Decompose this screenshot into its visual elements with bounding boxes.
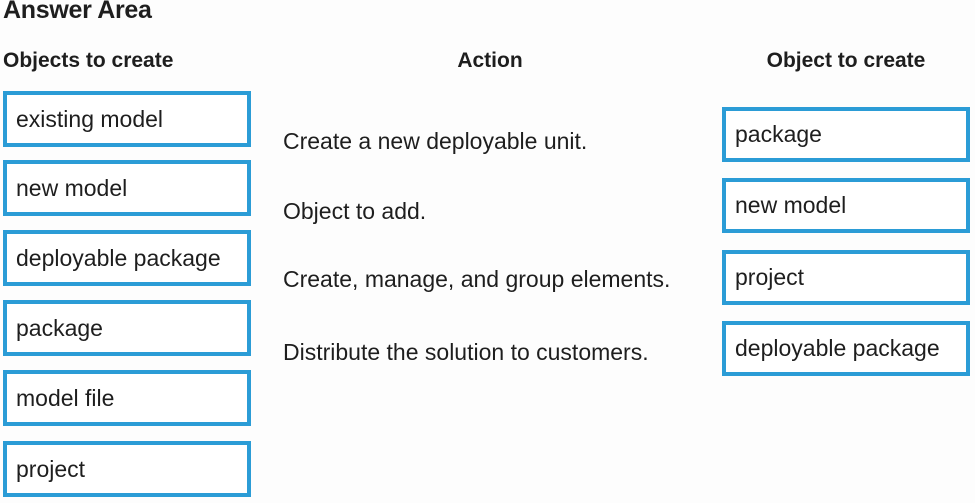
drag-option-project[interactable]: project [3,441,251,497]
answer-box-3[interactable]: project [722,250,970,305]
drag-option-label: project [16,455,86,482]
drag-option-label: package [16,314,103,341]
answer-box-label: deployable package [735,335,940,361]
action-label-distribute-solution: Distribute the solution to customers. [283,339,649,365]
drag-option-package[interactable]: package [3,300,251,356]
answer-box-4[interactable]: deployable package [722,321,970,376]
column-header-object-to-create: Object to create [766,49,926,72]
page-title: Answer Area [3,0,152,24]
answer-box-1[interactable]: package [722,107,970,162]
answer-box-label: package [735,121,822,147]
answer-box-2[interactable]: new model [722,178,970,233]
action-label-create-deployable-unit: Create a new deployable unit. [283,128,588,154]
answer-box-label: new model [735,192,847,218]
drag-option-existing-model[interactable]: existing model [3,91,251,147]
drag-option-deployable-package[interactable]: deployable package [3,230,251,286]
action-label-group-elements: Create, manage, and group elements. [283,266,671,292]
action-label-object-to-add: Object to add. [283,198,427,224]
drag-option-label: existing model [16,105,164,132]
drag-option-label: new model [16,174,128,201]
answer-box-label: project [735,264,805,290]
drag-option-label: deployable package [16,244,221,271]
drag-option-model-file[interactable]: model file [3,370,251,426]
drag-option-label: model file [16,384,115,411]
column-header-objects-to-create: Objects to create [3,49,174,72]
column-header-action: Action [457,49,523,72]
drag-option-new-model[interactable]: new model [3,160,251,216]
